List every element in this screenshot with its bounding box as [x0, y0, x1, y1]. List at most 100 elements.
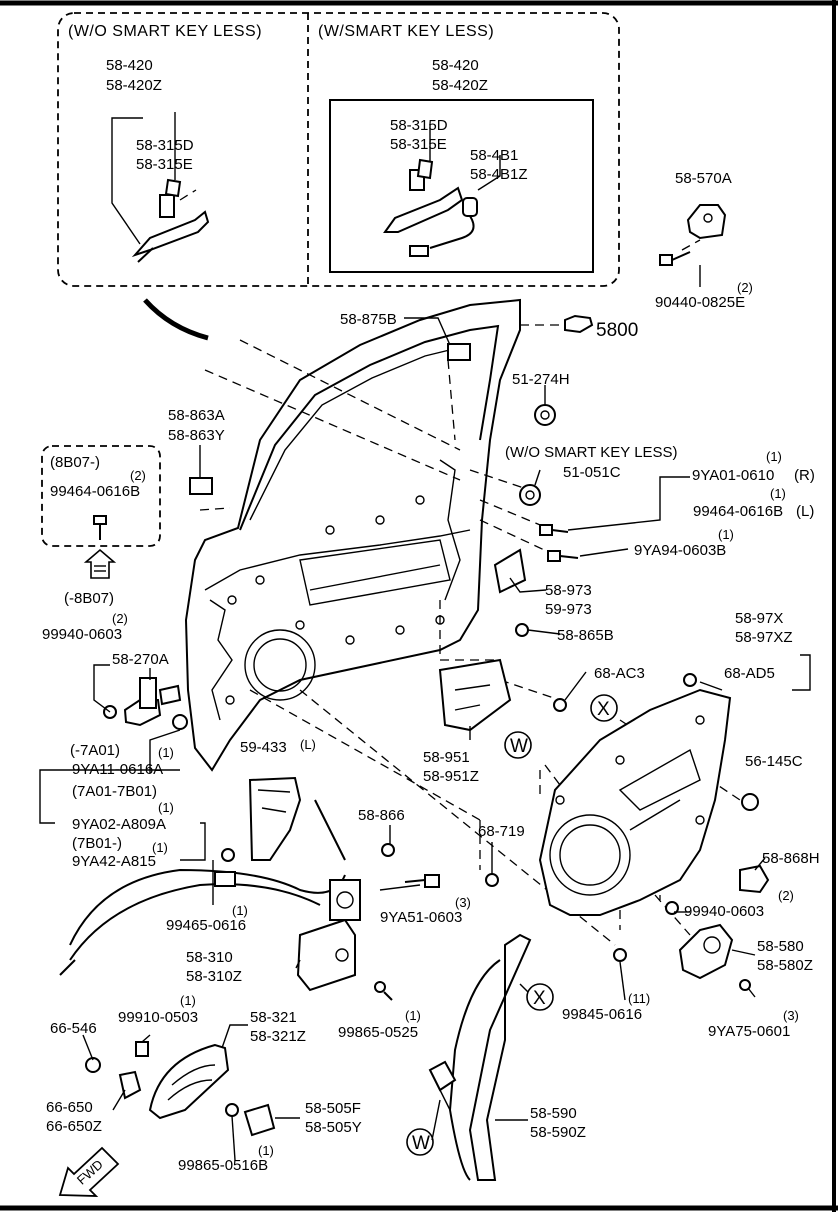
qty-9ya42: (1) — [152, 840, 168, 855]
label-68-719: 68-719 — [478, 823, 525, 840]
callout-w-lower: W — [406, 1128, 434, 1156]
door-module-panel — [538, 688, 732, 916]
code-minus-8b07: (-8B07) — [64, 590, 114, 607]
qty-9ya94: (1) — [718, 527, 734, 542]
module-speaker-ring — [549, 814, 631, 896]
label-58-580z: 58-580Z — [757, 957, 813, 974]
label-66-650z: 66-650Z — [46, 1118, 102, 1135]
callout-x-lower-text: X — [533, 988, 546, 1009]
callout-x-upper: X — [590, 694, 618, 722]
glass-channel-59-433 — [248, 776, 302, 861]
code-minus-7a01: (-7A01) — [70, 742, 120, 759]
label-90440-0825e: 90440-0825E — [655, 294, 745, 311]
screw-68-ac3 — [553, 698, 567, 712]
label-58-868h: 58-868H — [762, 850, 820, 867]
label-68-ad5: 68-AD5 — [724, 665, 775, 682]
note-wo-smart-key: (W/O SMART KEY LESS) — [505, 444, 678, 461]
qty-99464-b: (1) — [770, 486, 786, 501]
label-58-420-b: 58-420 — [432, 57, 479, 74]
cover-58-505f — [243, 1103, 276, 1137]
label-66-546: 66-546 — [50, 1020, 97, 1037]
screw-9ya75 — [739, 979, 751, 991]
outer-handle-right — [383, 158, 478, 257]
label-99865-0525: 99865-0525 — [338, 1024, 418, 1041]
label-9ya02-a809a: 9YA02-A809A — [72, 816, 166, 833]
hinge-58-270a — [103, 677, 188, 730]
label-58-590: 58-590 — [530, 1105, 577, 1122]
screw-99865-0516b — [225, 1103, 239, 1117]
label-51-051c: 51-051C — [563, 464, 621, 481]
label-58-420z-a: 58-420Z — [106, 77, 162, 94]
inset-box — [57, 12, 620, 287]
qty-99940-b: (2) — [778, 888, 794, 903]
label-9ya11-0616a: 9YA11-0616A — [72, 761, 163, 778]
inner-handle-58-321 — [148, 1043, 230, 1120]
qty-9ya11: (1) — [158, 745, 174, 760]
leader-58420-a — [111, 117, 143, 245]
label-58-315d-b: 58-315D — [390, 117, 448, 134]
label-9ya75-0601: 9YA75-0601 — [708, 1023, 790, 1040]
code-7a01-7b01: (7A01-7B01) — [72, 783, 157, 800]
label-58-270a: 58-270A — [112, 651, 169, 668]
screw-99865-0525 — [374, 981, 393, 1001]
callout-x-upper-text: X — [597, 699, 610, 720]
label-99865-0516b: 99865-0516B — [178, 1157, 268, 1174]
qty-9ya01: (1) — [766, 449, 782, 464]
code-8b07: (8B07-) — [50, 454, 100, 471]
outer-handle-left — [131, 178, 210, 263]
label-58-420-a: 58-420 — [106, 57, 153, 74]
qty-9ya75: (3) — [783, 1008, 799, 1023]
label-9ya94-0603b: 9YA94-0603B — [634, 542, 726, 559]
label-58-951: 58-951 — [423, 749, 470, 766]
label-58-321z: 58-321Z — [250, 1028, 306, 1045]
label-58-863y: 58-863Y — [168, 427, 225, 444]
label-51-274h: 51-274H — [512, 371, 570, 388]
screw-68-ad5 — [683, 673, 697, 687]
bolt-99464-8b07 — [93, 515, 107, 540]
bracket-58-951 — [438, 658, 512, 732]
header-wo-smart-key: (W/O SMART KEY LESS) — [68, 23, 262, 40]
label-99910-0503: 99910-0503 — [118, 1009, 198, 1026]
label-58-863a: 58-863A — [168, 407, 225, 424]
bolt-9ya51 — [404, 874, 440, 888]
label-59-433: 59-433 — [240, 739, 287, 756]
label-58-973: 58-973 — [545, 582, 592, 599]
label-58-97xz: 58-97XZ — [735, 629, 793, 646]
label-58-951z: 58-951Z — [423, 768, 479, 785]
label-58-590z: 58-590Z — [530, 1124, 586, 1141]
header-w-smart-key: (W/SMART KEY LESS) — [318, 23, 494, 40]
label-68-ac3: 68-AC3 — [594, 665, 645, 682]
nut-56-145c — [741, 793, 759, 811]
bumper-58-875b — [447, 343, 471, 361]
label-58-310: 58-310 — [186, 949, 233, 966]
qty-99464-a: (2) — [130, 468, 146, 483]
label-58-315d-a: 58-315D — [136, 137, 194, 154]
cap-58-868h — [739, 864, 770, 894]
label-58-315e-b: 58-315E — [390, 136, 447, 153]
clip-58-866 — [381, 843, 395, 857]
label-58-866: 58-866 — [358, 807, 405, 824]
qty-99465: (1) — [232, 903, 248, 918]
clip-58-865b — [515, 623, 529, 637]
label-99940-0603-b: 99940-0603 — [684, 903, 764, 920]
ref-5800-arrow — [564, 314, 594, 334]
label-58-875b: 58-875B — [340, 311, 397, 328]
label-58-4b1z: 58-4B1Z — [470, 166, 528, 183]
grommet-51-274h — [534, 404, 556, 426]
grommet-51-051c — [519, 484, 541, 506]
qty-99910: (1) — [180, 993, 196, 1008]
label-58-321: 58-321 — [250, 1009, 297, 1026]
up-arrow — [83, 548, 117, 579]
regulator-motor-58-580 — [678, 923, 734, 980]
label-9ya01-side: (R) — [794, 467, 815, 484]
bolt-9ya94 — [547, 550, 579, 562]
speaker-opening — [244, 629, 316, 701]
label-99465-0616: 99465-0616 — [166, 917, 246, 934]
label-58-865b: 58-865B — [557, 627, 614, 644]
clip-99940-0603 — [665, 901, 679, 915]
door-latch-58-310 — [296, 879, 361, 992]
label-58-97x: 58-97X — [735, 610, 783, 627]
clip-68-719 — [485, 873, 499, 887]
label-58-420z-b: 58-420Z — [432, 77, 488, 94]
callout-w-upper: W — [504, 731, 532, 759]
